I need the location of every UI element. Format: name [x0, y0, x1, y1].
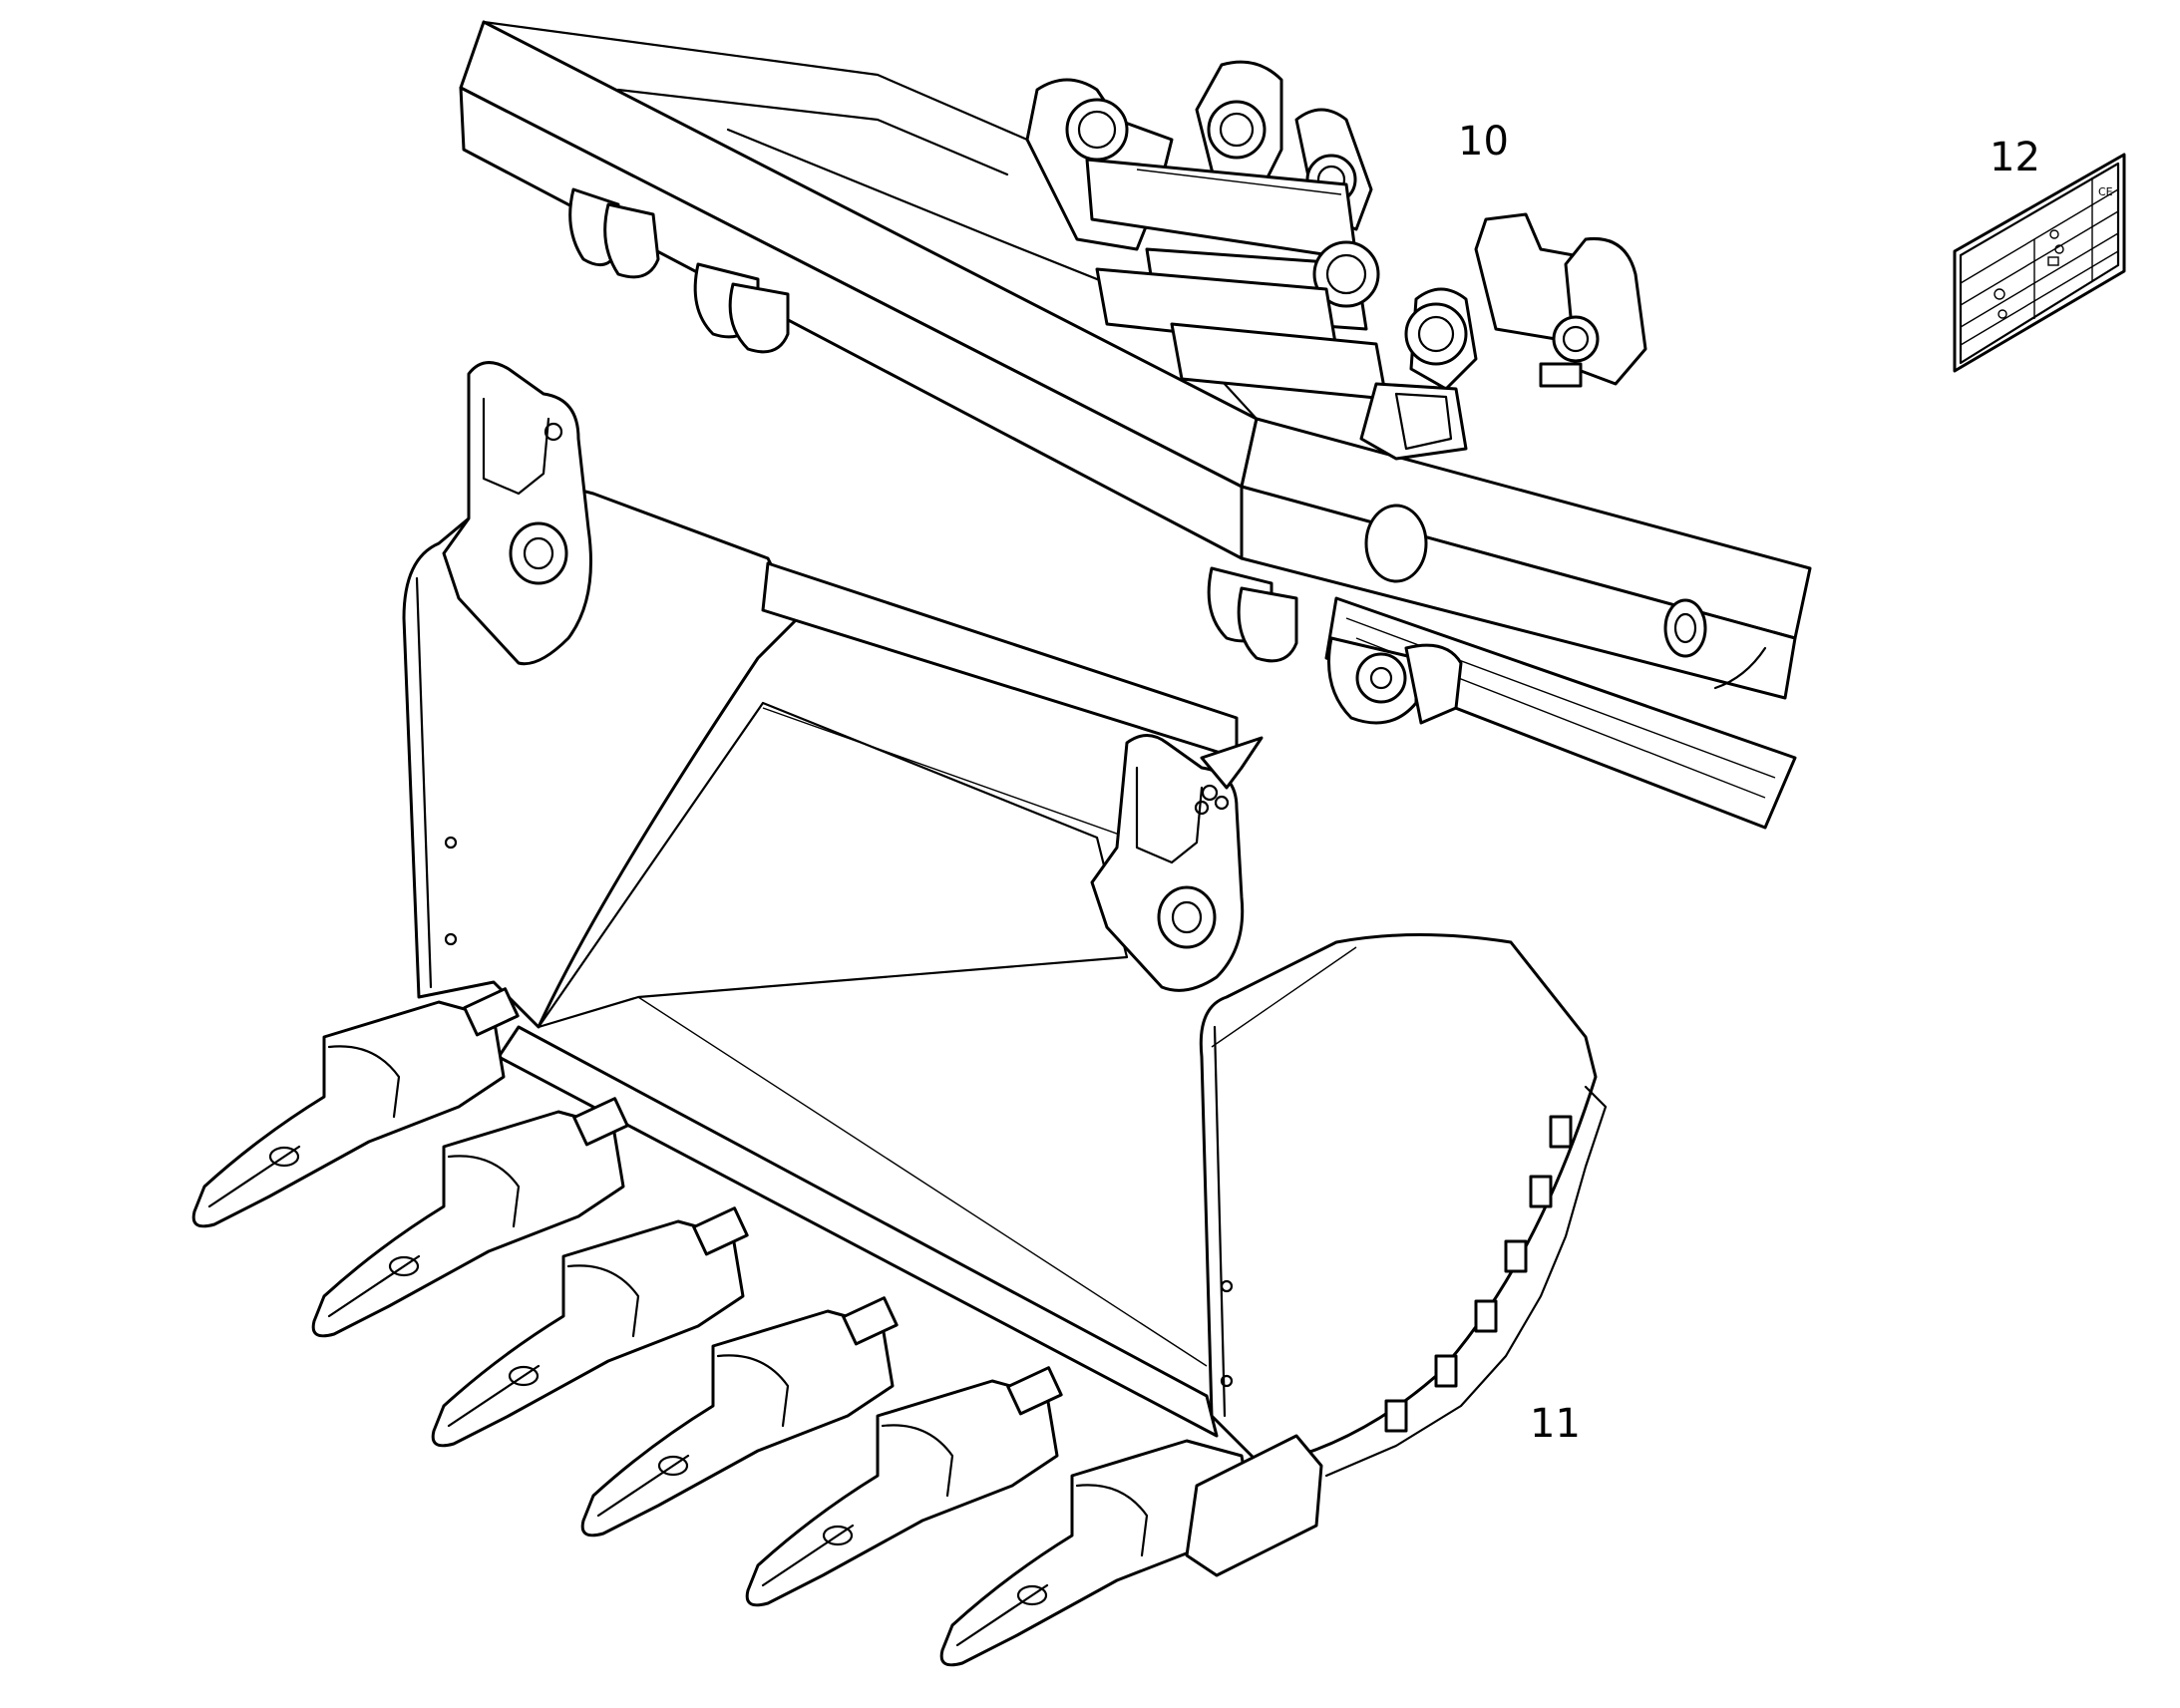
- tooth-2[interactable]: [311, 1097, 629, 1338]
- data-plate[interactable]: CE: [1953, 153, 2126, 373]
- tooth-1[interactable]: [191, 987, 520, 1228]
- quick-coupler-frame[interactable]: [459, 20, 1812, 830]
- callout-11: 11: [1530, 1401, 1581, 1447]
- tooth-4[interactable]: [580, 1296, 899, 1537]
- tooth-5[interactable]: [745, 1366, 1063, 1607]
- bucket-with-teeth[interactable]: [191, 361, 1608, 1667]
- callout-12: 12: [1990, 135, 2040, 180]
- ce-mark: CE: [2098, 185, 2113, 198]
- tooth-3[interactable]: [431, 1206, 749, 1448]
- tooth-6[interactable]: [939, 1439, 1254, 1667]
- callout-10: 10: [1458, 119, 1509, 165]
